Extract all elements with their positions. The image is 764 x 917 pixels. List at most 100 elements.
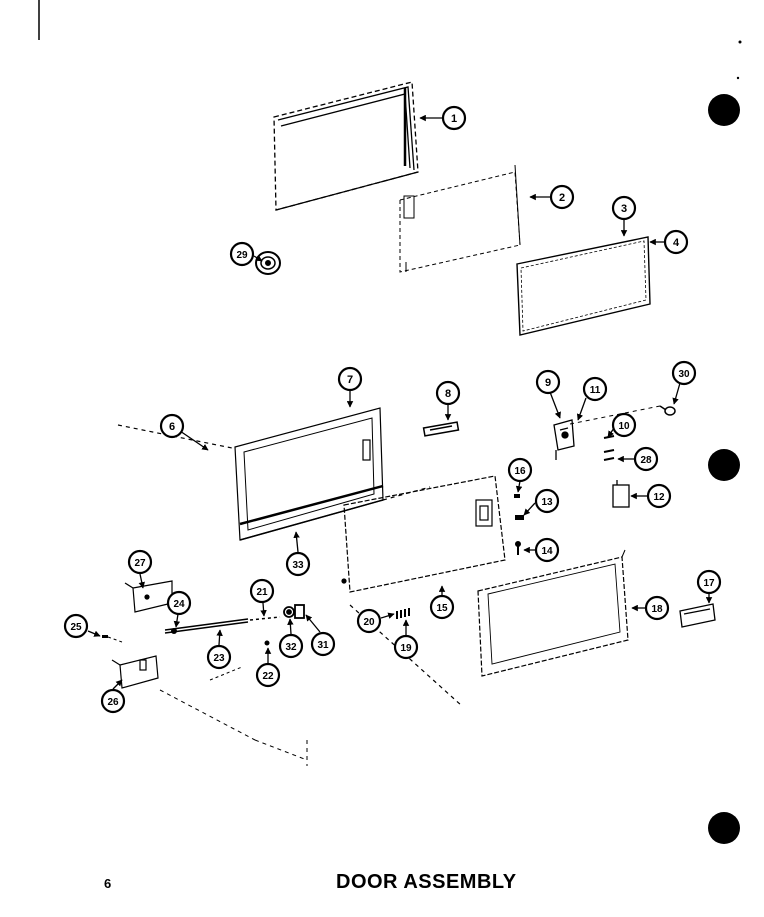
part-pin-14 bbox=[515, 541, 521, 555]
callout-4[interactable]: 4 bbox=[663, 229, 689, 255]
callout-2-label: 2 bbox=[559, 192, 565, 204]
callout-26-label: 26 bbox=[107, 697, 119, 708]
part-screw-24 bbox=[171, 628, 177, 634]
part-handle-block bbox=[679, 603, 716, 628]
part-springs bbox=[603, 435, 615, 461]
callout-11[interactable]: 11 bbox=[582, 376, 608, 402]
leader-lines bbox=[87, 114, 713, 690]
part-top-panel bbox=[273, 81, 419, 211]
callout-18-label: 18 bbox=[651, 604, 663, 615]
callout-24-label: 24 bbox=[173, 599, 185, 610]
speck bbox=[736, 76, 740, 80]
part-glass-panel bbox=[516, 236, 651, 336]
callout-8[interactable]: 8 bbox=[435, 380, 461, 406]
speck bbox=[738, 40, 742, 44]
callout-26[interactable]: 26 bbox=[100, 688, 126, 714]
part-washer-22 bbox=[264, 640, 270, 646]
part-door-frame bbox=[349, 549, 629, 707]
callout-25-label: 25 bbox=[70, 622, 82, 633]
dash-line bbox=[107, 636, 123, 643]
callout-31-label: 31 bbox=[317, 640, 329, 651]
callout-32[interactable]: 32 bbox=[278, 633, 304, 659]
callout-1-label: 1 bbox=[451, 113, 457, 125]
punch-hole-1 bbox=[708, 94, 740, 126]
part-spring-19 bbox=[396, 608, 410, 619]
callout-4-label: 4 bbox=[673, 237, 680, 249]
callout-17-label: 17 bbox=[703, 578, 715, 589]
part-hinge-bracket bbox=[553, 419, 575, 460]
part-bracket-12 bbox=[612, 480, 630, 508]
callout-32-label: 32 bbox=[285, 642, 297, 653]
callout-10-label: 10 bbox=[618, 421, 630, 432]
part-knob bbox=[255, 251, 281, 275]
callout-20-label: 20 bbox=[363, 617, 375, 628]
part-clip-16 bbox=[514, 494, 520, 498]
callout-15-label: 15 bbox=[436, 603, 448, 614]
callout-9[interactable]: 9 bbox=[535, 369, 561, 395]
dash-line bbox=[159, 689, 256, 741]
dash-line bbox=[209, 666, 243, 681]
callout-12-label: 12 bbox=[653, 492, 665, 503]
part-clip-13 bbox=[515, 515, 524, 520]
callout-1[interactable]: 1 bbox=[441, 105, 467, 131]
dash-line bbox=[254, 739, 308, 761]
callout-24[interactable]: 24 bbox=[166, 590, 192, 616]
part-bushing-32 bbox=[283, 606, 295, 618]
callout-20[interactable]: 20 bbox=[356, 608, 382, 634]
callout-30[interactable]: 30 bbox=[671, 360, 697, 386]
callout-29-label: 29 bbox=[236, 250, 248, 261]
callout-28-label: 28 bbox=[640, 455, 652, 466]
punch-hole-2 bbox=[708, 449, 740, 481]
part-screw-30 bbox=[659, 405, 676, 416]
callout-28[interactable]: 28 bbox=[633, 446, 659, 472]
callout-27[interactable]: 27 bbox=[127, 549, 153, 575]
callout-14[interactable]: 14 bbox=[534, 537, 560, 563]
callout-23[interactable]: 23 bbox=[206, 644, 232, 670]
callout-22-label: 22 bbox=[262, 671, 274, 682]
callout-13-label: 13 bbox=[541, 497, 553, 508]
callout-21[interactable]: 21 bbox=[249, 578, 275, 604]
callout-29[interactable]: 29 bbox=[229, 241, 255, 267]
callout-22[interactable]: 22 bbox=[255, 662, 281, 688]
callout-31[interactable]: 31 bbox=[310, 631, 336, 657]
part-front-frame bbox=[117, 407, 431, 541]
callout-3[interactable]: 3 bbox=[611, 195, 637, 221]
callout-8-label: 8 bbox=[445, 388, 451, 400]
callout-16[interactable]: 16 bbox=[507, 457, 533, 483]
part-screw-25 bbox=[102, 635, 108, 638]
callout-18[interactable]: 18 bbox=[644, 595, 670, 621]
callout-30-label: 30 bbox=[678, 369, 690, 380]
callout-33-label: 33 bbox=[292, 560, 304, 571]
callout-33[interactable]: 33 bbox=[285, 551, 311, 577]
callout-12[interactable]: 12 bbox=[646, 483, 672, 509]
callout-19[interactable]: 19 bbox=[393, 634, 419, 660]
callout-6[interactable]: 6 bbox=[159, 413, 185, 439]
part-hinge-27 bbox=[124, 580, 173, 613]
callout-7[interactable]: 7 bbox=[337, 366, 363, 392]
punch-hole-3 bbox=[708, 812, 740, 844]
callout-15[interactable]: 15 bbox=[429, 594, 455, 620]
callout-23-label: 23 bbox=[213, 653, 225, 664]
part-axle bbox=[164, 616, 281, 634]
callout-21-label: 21 bbox=[256, 587, 268, 598]
callout-16-label: 16 bbox=[514, 466, 526, 477]
page-title: DOOR ASSEMBLY bbox=[336, 871, 517, 893]
callout-19-label: 19 bbox=[400, 643, 412, 654]
part-latch-bar bbox=[422, 421, 460, 437]
callout-17[interactable]: 17 bbox=[696, 569, 722, 595]
callout-9-label: 9 bbox=[545, 377, 551, 389]
callout-25[interactable]: 25 bbox=[63, 613, 89, 639]
callout-14-label: 14 bbox=[541, 546, 553, 557]
part-bushing-31 bbox=[294, 604, 305, 619]
page-number: 6 bbox=[104, 876, 112, 891]
callout-27-label: 27 bbox=[134, 558, 146, 569]
callout-13[interactable]: 13 bbox=[534, 488, 560, 514]
part-inner-box bbox=[399, 164, 521, 273]
part-door-panel bbox=[341, 475, 506, 593]
callout-10[interactable]: 10 bbox=[611, 412, 637, 438]
callout-7-label: 7 bbox=[347, 374, 353, 386]
callout-2[interactable]: 2 bbox=[549, 184, 575, 210]
callout-6-label: 6 bbox=[169, 421, 175, 433]
callout-3-label: 3 bbox=[621, 203, 627, 215]
